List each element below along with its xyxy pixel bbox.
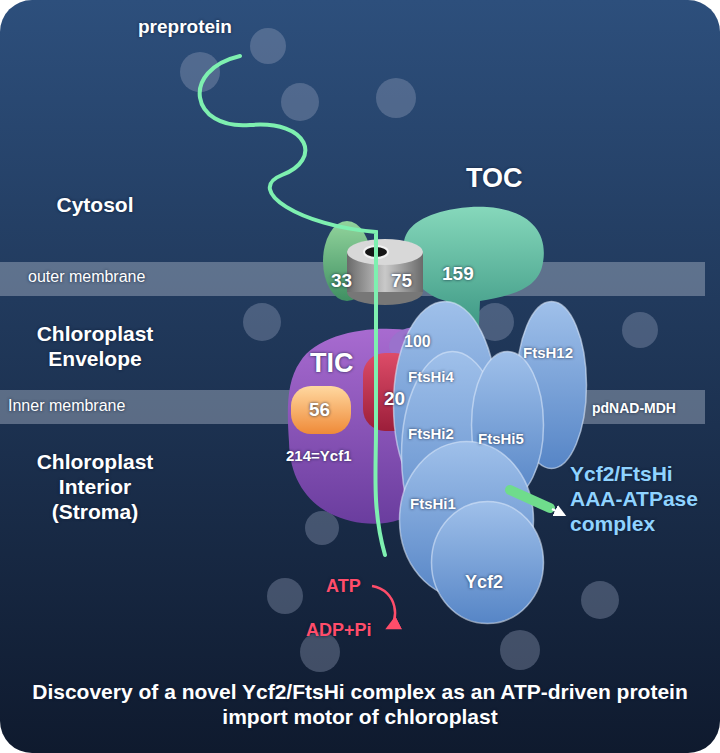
pull-arrow xyxy=(552,509,564,515)
membrane-label: Inner membrane xyxy=(8,397,125,416)
atpase-complex: Ycf2/FtsHi AAA-ATPase complex FtsHi4 FtsH1… xyxy=(385,295,710,625)
shape-outline xyxy=(345,238,425,306)
shape-outline xyxy=(430,500,545,625)
callout-number: 159 xyxy=(442,263,474,285)
toc75-channel: 75 xyxy=(345,238,425,306)
callout-number: 33 xyxy=(331,270,352,292)
region-label: Chloroplast Envelope xyxy=(10,322,180,372)
subunit-name: Ycf2 xyxy=(465,572,503,593)
callout-number: 100 xyxy=(404,333,431,352)
complex-name: TIC xyxy=(310,348,354,380)
callout-number: 214=Ycf1 xyxy=(286,447,351,465)
region-label: Cytosol xyxy=(15,193,175,218)
subunit-name: FtsHi1 xyxy=(410,495,456,513)
tic56-protein: 56 xyxy=(290,385,352,435)
callout-number: 20 xyxy=(384,388,405,410)
callout-number: 75 xyxy=(391,270,412,292)
callout-number: 56 xyxy=(309,399,330,421)
complex-name: TOC xyxy=(466,163,523,195)
subunit-name: FtsH12 xyxy=(523,344,573,362)
energy-label: ADP+Pi xyxy=(306,620,372,641)
complex-label: Ycf2/FtsHi AAA-ATPase complex xyxy=(570,462,708,536)
ycf2-subunit: Ycf2 xyxy=(430,500,545,625)
energy-label: ATP xyxy=(326,576,361,597)
membrane-label: outer membrane xyxy=(28,268,145,287)
region-label: Chloroplast Interior (Stroma) xyxy=(15,450,175,524)
subunit-name: pdNAD-MDH xyxy=(592,400,676,417)
subunit-name: FtsHi5 xyxy=(478,430,524,448)
figure-caption: Discovery of a novel Ycf2/FtsHi complex … xyxy=(20,680,700,730)
subunit-name: FtsHi4 xyxy=(408,368,454,386)
atp-hydrolysis-arrow xyxy=(372,586,395,628)
subunit-name: FtsHi2 xyxy=(408,425,454,443)
protein-label: preprotein xyxy=(138,16,232,38)
